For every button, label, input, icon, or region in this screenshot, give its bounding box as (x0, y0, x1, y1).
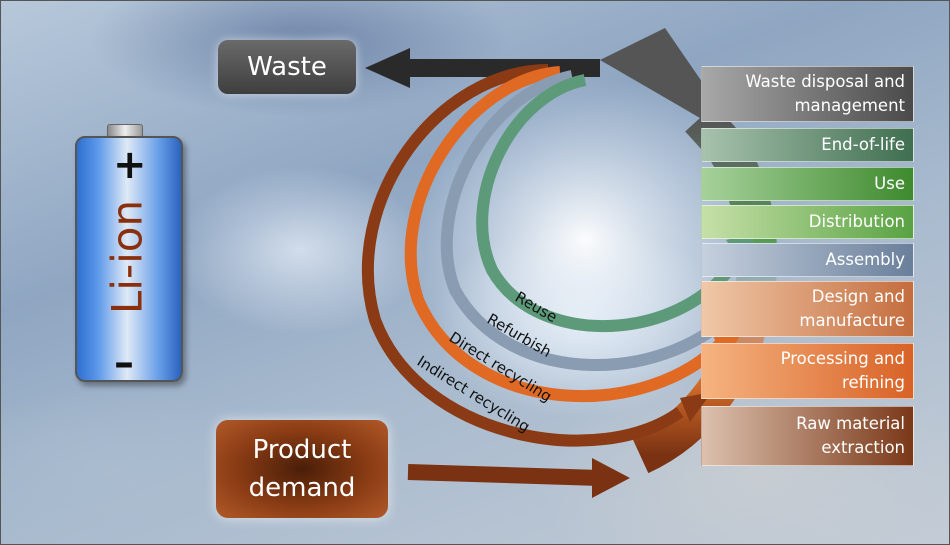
stage-label: Raw material (796, 414, 905, 433)
stage-label: Assembly (825, 250, 905, 269)
lifecycle-main-arrowhead (600, 28, 720, 118)
demand-arrow (407, 464, 601, 486)
stage-label: Processing and (780, 349, 905, 368)
indirect-recycling-arrowhead (680, 392, 712, 422)
stage-label: management (794, 96, 905, 115)
stage-label: Distribution (808, 212, 905, 231)
stage-waste-disposal: Waste disposal and management (701, 66, 914, 122)
product-demand-line1: Product (252, 435, 352, 465)
product-demand-line2: demand (248, 473, 356, 503)
indirect-recycling-loop (361, 64, 684, 447)
stage-use: Use (701, 167, 914, 201)
direct-recycling-loop (404, 66, 727, 402)
battery-icon (75, 136, 183, 382)
battery-plus-sign: + (113, 142, 147, 188)
waste-arrowhead (365, 48, 410, 88)
stage-processing-refining: Processing and refining (701, 343, 914, 399)
waste-box: Waste (218, 40, 356, 94)
product-demand-box: Product demand (216, 420, 388, 518)
reuse-loop (476, 74, 748, 332)
battery-minus-sign: – (114, 340, 134, 386)
refurbish-loop (440, 70, 745, 371)
stage-end-of-life: End-of-life (701, 128, 914, 162)
demand-arrowhead (592, 458, 630, 498)
stage-design-manufacture: Design and manufacture (701, 281, 914, 337)
stage-label: extraction (821, 438, 905, 457)
stage-label: Waste disposal and (745, 72, 905, 91)
stage-label: Design and (811, 287, 905, 306)
stage-label: Use (874, 174, 905, 193)
stage-label: refining (842, 373, 905, 392)
stage-distribution: Distribution (701, 205, 914, 239)
stage-label: manufacture (799, 311, 905, 330)
stage-label: End-of-life (821, 135, 905, 154)
stage-raw-material: Raw material extraction (701, 406, 914, 466)
stage-assembly: Assembly (701, 243, 914, 277)
